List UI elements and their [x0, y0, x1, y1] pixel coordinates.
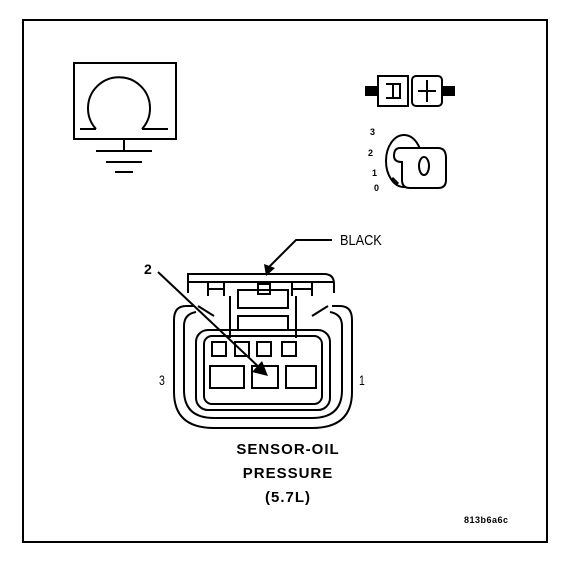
connector-title-line3: (5.7L) — [264, 489, 311, 506]
color-leader-line — [264, 239, 332, 276]
connector-color-label: BLACK — [340, 232, 382, 249]
two-half-connector-icon — [365, 75, 455, 107]
key-position-2: 2 — [368, 148, 374, 158]
pin-number-right: 1 — [359, 372, 365, 388]
diagram-frame — [22, 19, 548, 543]
figure-code: 813b6a6c — [464, 515, 509, 525]
ground-loop-icon — [73, 62, 177, 173]
callout-arrow — [157, 271, 268, 376]
pin-number-left: 3 — [159, 372, 165, 388]
key-position-3: 3 — [370, 127, 376, 137]
ignition-key-icon — [385, 134, 447, 189]
connector-title-line1: SENSOR-OIL — [236, 441, 340, 458]
key-position-1: 1 — [372, 168, 378, 178]
key-position-0: 0 — [374, 183, 380, 193]
connector-face — [173, 273, 353, 429]
callout-number: 2 — [144, 261, 152, 277]
connector-title-line2: PRESSURE — [242, 465, 334, 482]
